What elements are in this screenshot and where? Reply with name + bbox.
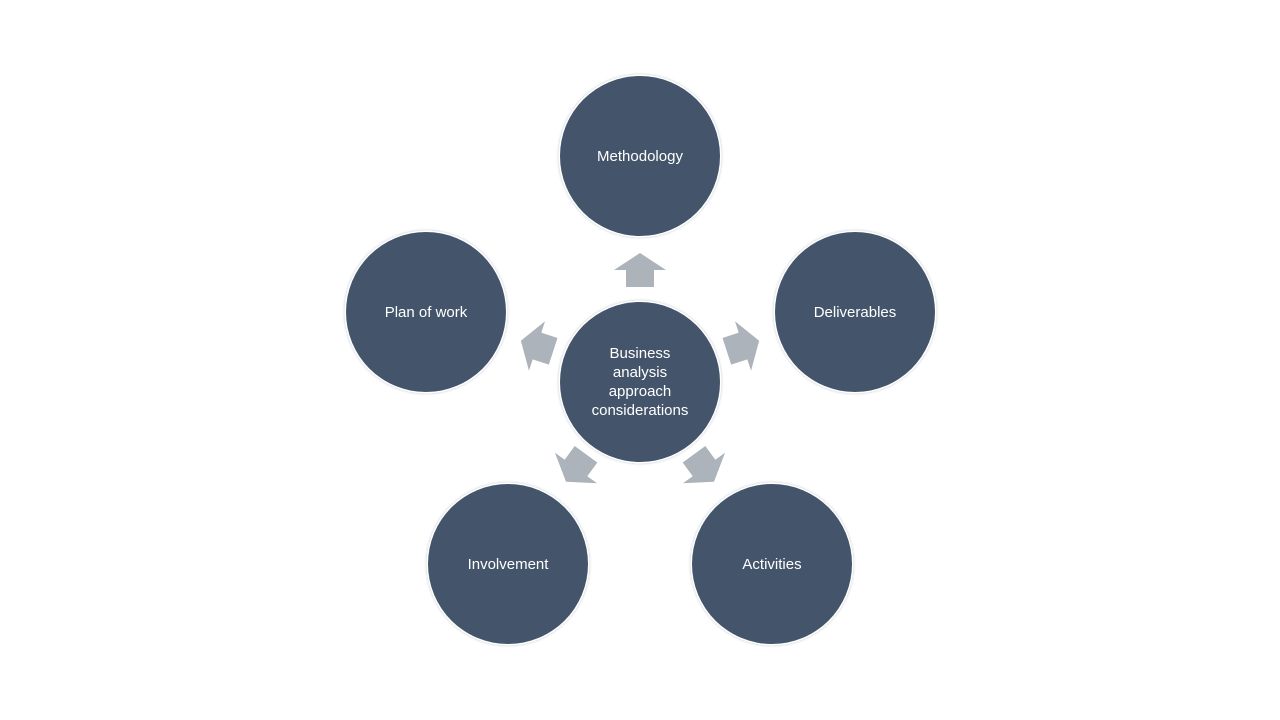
node-methodology: Methodology bbox=[560, 76, 720, 236]
node-activities: Activities bbox=[692, 484, 852, 644]
arrow-to-methodology bbox=[614, 253, 666, 287]
node-plan-of-work: Plan of work bbox=[346, 232, 506, 392]
arrow-to-deliverables bbox=[722, 321, 760, 371]
arrow-to-plan-of-work bbox=[520, 321, 558, 371]
node-plan-of-work-label: Plan of work bbox=[384, 303, 468, 321]
node-deliverables-label: Deliverables bbox=[813, 303, 897, 321]
node-deliverables: Deliverables bbox=[775, 232, 935, 392]
arrow-to-activities bbox=[682, 446, 726, 484]
node-methodology-label: Methodology bbox=[597, 147, 683, 165]
node-involvement: Involvement bbox=[428, 484, 588, 644]
center-node-label: Business analysis approach consideration… bbox=[591, 345, 689, 419]
node-involvement-label: Involvement bbox=[467, 555, 549, 573]
center-node: Business analysis approach consideration… bbox=[560, 302, 720, 462]
node-activities-label: Activities bbox=[742, 555, 802, 573]
arrow-to-involvement bbox=[554, 446, 598, 484]
